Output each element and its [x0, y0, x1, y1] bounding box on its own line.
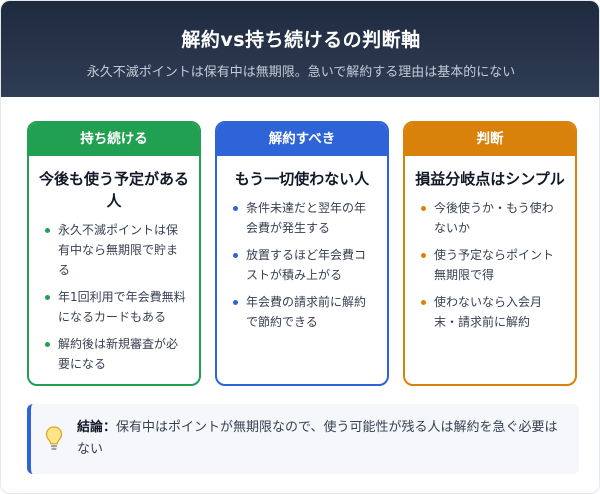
list-item: 年会費の請求前に解約で節約できる [233, 292, 377, 332]
list-item: 年1回利用で年会費無料になるカードもある [45, 287, 189, 327]
card-cancel: 解約すべき もう一切使わない人 条件未達だと翌年の年会費が発生する 放置するほど… [215, 121, 389, 386]
card-judge-label: 判断 [405, 123, 575, 156]
bullet-dot-icon [233, 253, 238, 258]
card-keep: 持ち続ける 今後も使う予定がある人 永久不滅ポイントは保有中なら無期限で貯まる … [27, 121, 201, 386]
list-item-text: 使わないなら入会月末・請求前に解約 [434, 295, 543, 329]
list-item-text: 条件未達だと翌年の年会費が発生する [246, 201, 367, 235]
list-item-text: 年会費の請求前に解約で節約できる [246, 295, 367, 329]
list-item: 解約後は新規審査が必要になる [45, 334, 189, 374]
list-item: 放置するほど年会費コストが積み上がる [233, 245, 377, 285]
bullet-dot-icon [233, 206, 238, 211]
list-item: 使う予定ならポイント無期限で得 [421, 245, 565, 285]
bullet-dot-icon [421, 300, 426, 305]
conclusion-label: 結論： [77, 420, 117, 435]
list-item-text: 使う予定ならポイント無期限で得 [434, 248, 555, 282]
bullet-dot-icon [421, 206, 426, 211]
list-item-text: 放置するほど年会費コストが積み上がる [246, 248, 367, 282]
card-keep-label: 持ち続ける [29, 123, 199, 156]
bullet-dot-icon [45, 295, 50, 300]
conclusion-box: 結論：保有中はポイントが無期限なので、使う可能性が残る人は解約を急ぐ必要はない [27, 404, 579, 474]
card-cancel-title: もう一切使わない人 [234, 170, 370, 188]
conclusion-text: 結論：保有中はポイントが無期限なので、使う可能性が残る人は解約を急ぐ必要はない [77, 417, 567, 461]
bullet-dot-icon [45, 342, 50, 347]
comparison-cards: 持ち続ける 今後も使う予定がある人 永久不滅ポイントは保有中なら無期限で貯まる … [27, 121, 577, 386]
list-item-text: 解約後は新規審査が必要になる [58, 337, 179, 371]
list-item: 永久不滅ポイントは保有中なら無期限で貯まる [45, 220, 189, 280]
bullet-dot-icon [421, 253, 426, 258]
header: 解約vs持ち続けるの判断軸 永久不滅ポイントは保有中は無期限。急いで解約する理由… [1, 1, 599, 97]
card-cancel-list: 条件未達だと翌年の年会費が発生する 放置するほど年会費コストが積み上がる 年会費… [217, 190, 387, 332]
lightbulb-icon [45, 426, 63, 450]
conclusion-body: 保有中はポイントが無期限なので、使う可能性が残る人は解約を急ぐ必要はない [77, 420, 558, 457]
list-item: 条件未達だと翌年の年会費が発生する [233, 198, 377, 238]
list-item-text: 年1回利用で年会費無料になるカードもある [58, 290, 186, 324]
list-item: 使わないなら入会月末・請求前に解約 [421, 292, 565, 332]
page-subtitle: 永久不滅ポイントは保有中は無期限。急いで解約する理由は基本的にない [86, 65, 516, 80]
list-item-text: 今後使うか・もう使わないか [434, 201, 554, 235]
card-judge-title: 損益分岐点はシンプル [415, 170, 565, 188]
card-judge: 判断 損益分岐点はシンプル 今後使うか・もう使わないか 使う予定ならポイント無期… [403, 121, 577, 386]
card-cancel-label: 解約すべき [217, 123, 387, 156]
page-title: 解約vs持ち続けるの判断軸 [181, 29, 421, 51]
card-keep-list: 永久不滅ポイントは保有中なら無期限で貯まる 年1回利用で年会費無料になるカードも… [29, 212, 199, 374]
bullet-dot-icon [233, 300, 238, 305]
card-judge-list: 今後使うか・もう使わないか 使う予定ならポイント無期限で得 使わないなら入会月末… [405, 190, 575, 332]
list-item-text: 永久不滅ポイントは保有中なら無期限で貯まる [58, 223, 179, 277]
card-keep-title: 今後も使う予定がある人 [38, 170, 189, 210]
list-item: 今後使うか・もう使わないか [421, 198, 565, 238]
bullet-dot-icon [45, 228, 50, 233]
